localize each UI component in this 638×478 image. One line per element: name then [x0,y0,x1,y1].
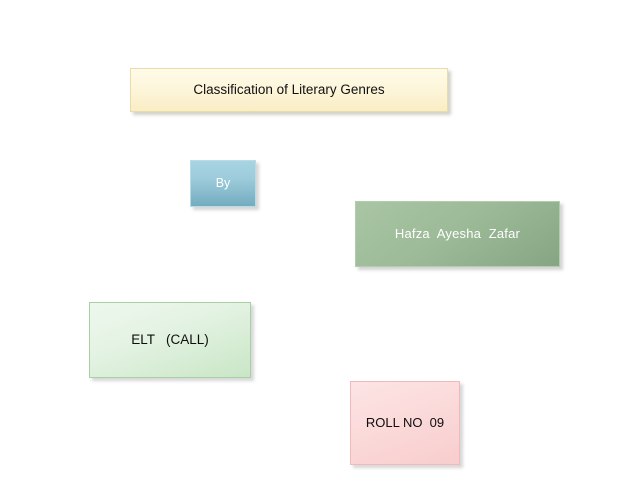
title-box[interactable]: Classification of Literary Genres [130,68,448,112]
roll-number-box[interactable]: ROLL NO 09 [350,381,460,465]
roll-number-text: ROLL NO 09 [365,414,445,430]
by-box[interactable]: By [190,160,256,207]
by-text: By [215,175,231,190]
author-name-box[interactable]: Hafza Ayesha Zafar [355,201,560,267]
author-name-text: Hafza Ayesha Zafar [394,225,521,241]
course-text: ELT (CALL) [131,331,209,347]
course-box[interactable]: ELT (CALL) [89,302,251,378]
title-text: Classification of Literary Genres [193,81,385,97]
